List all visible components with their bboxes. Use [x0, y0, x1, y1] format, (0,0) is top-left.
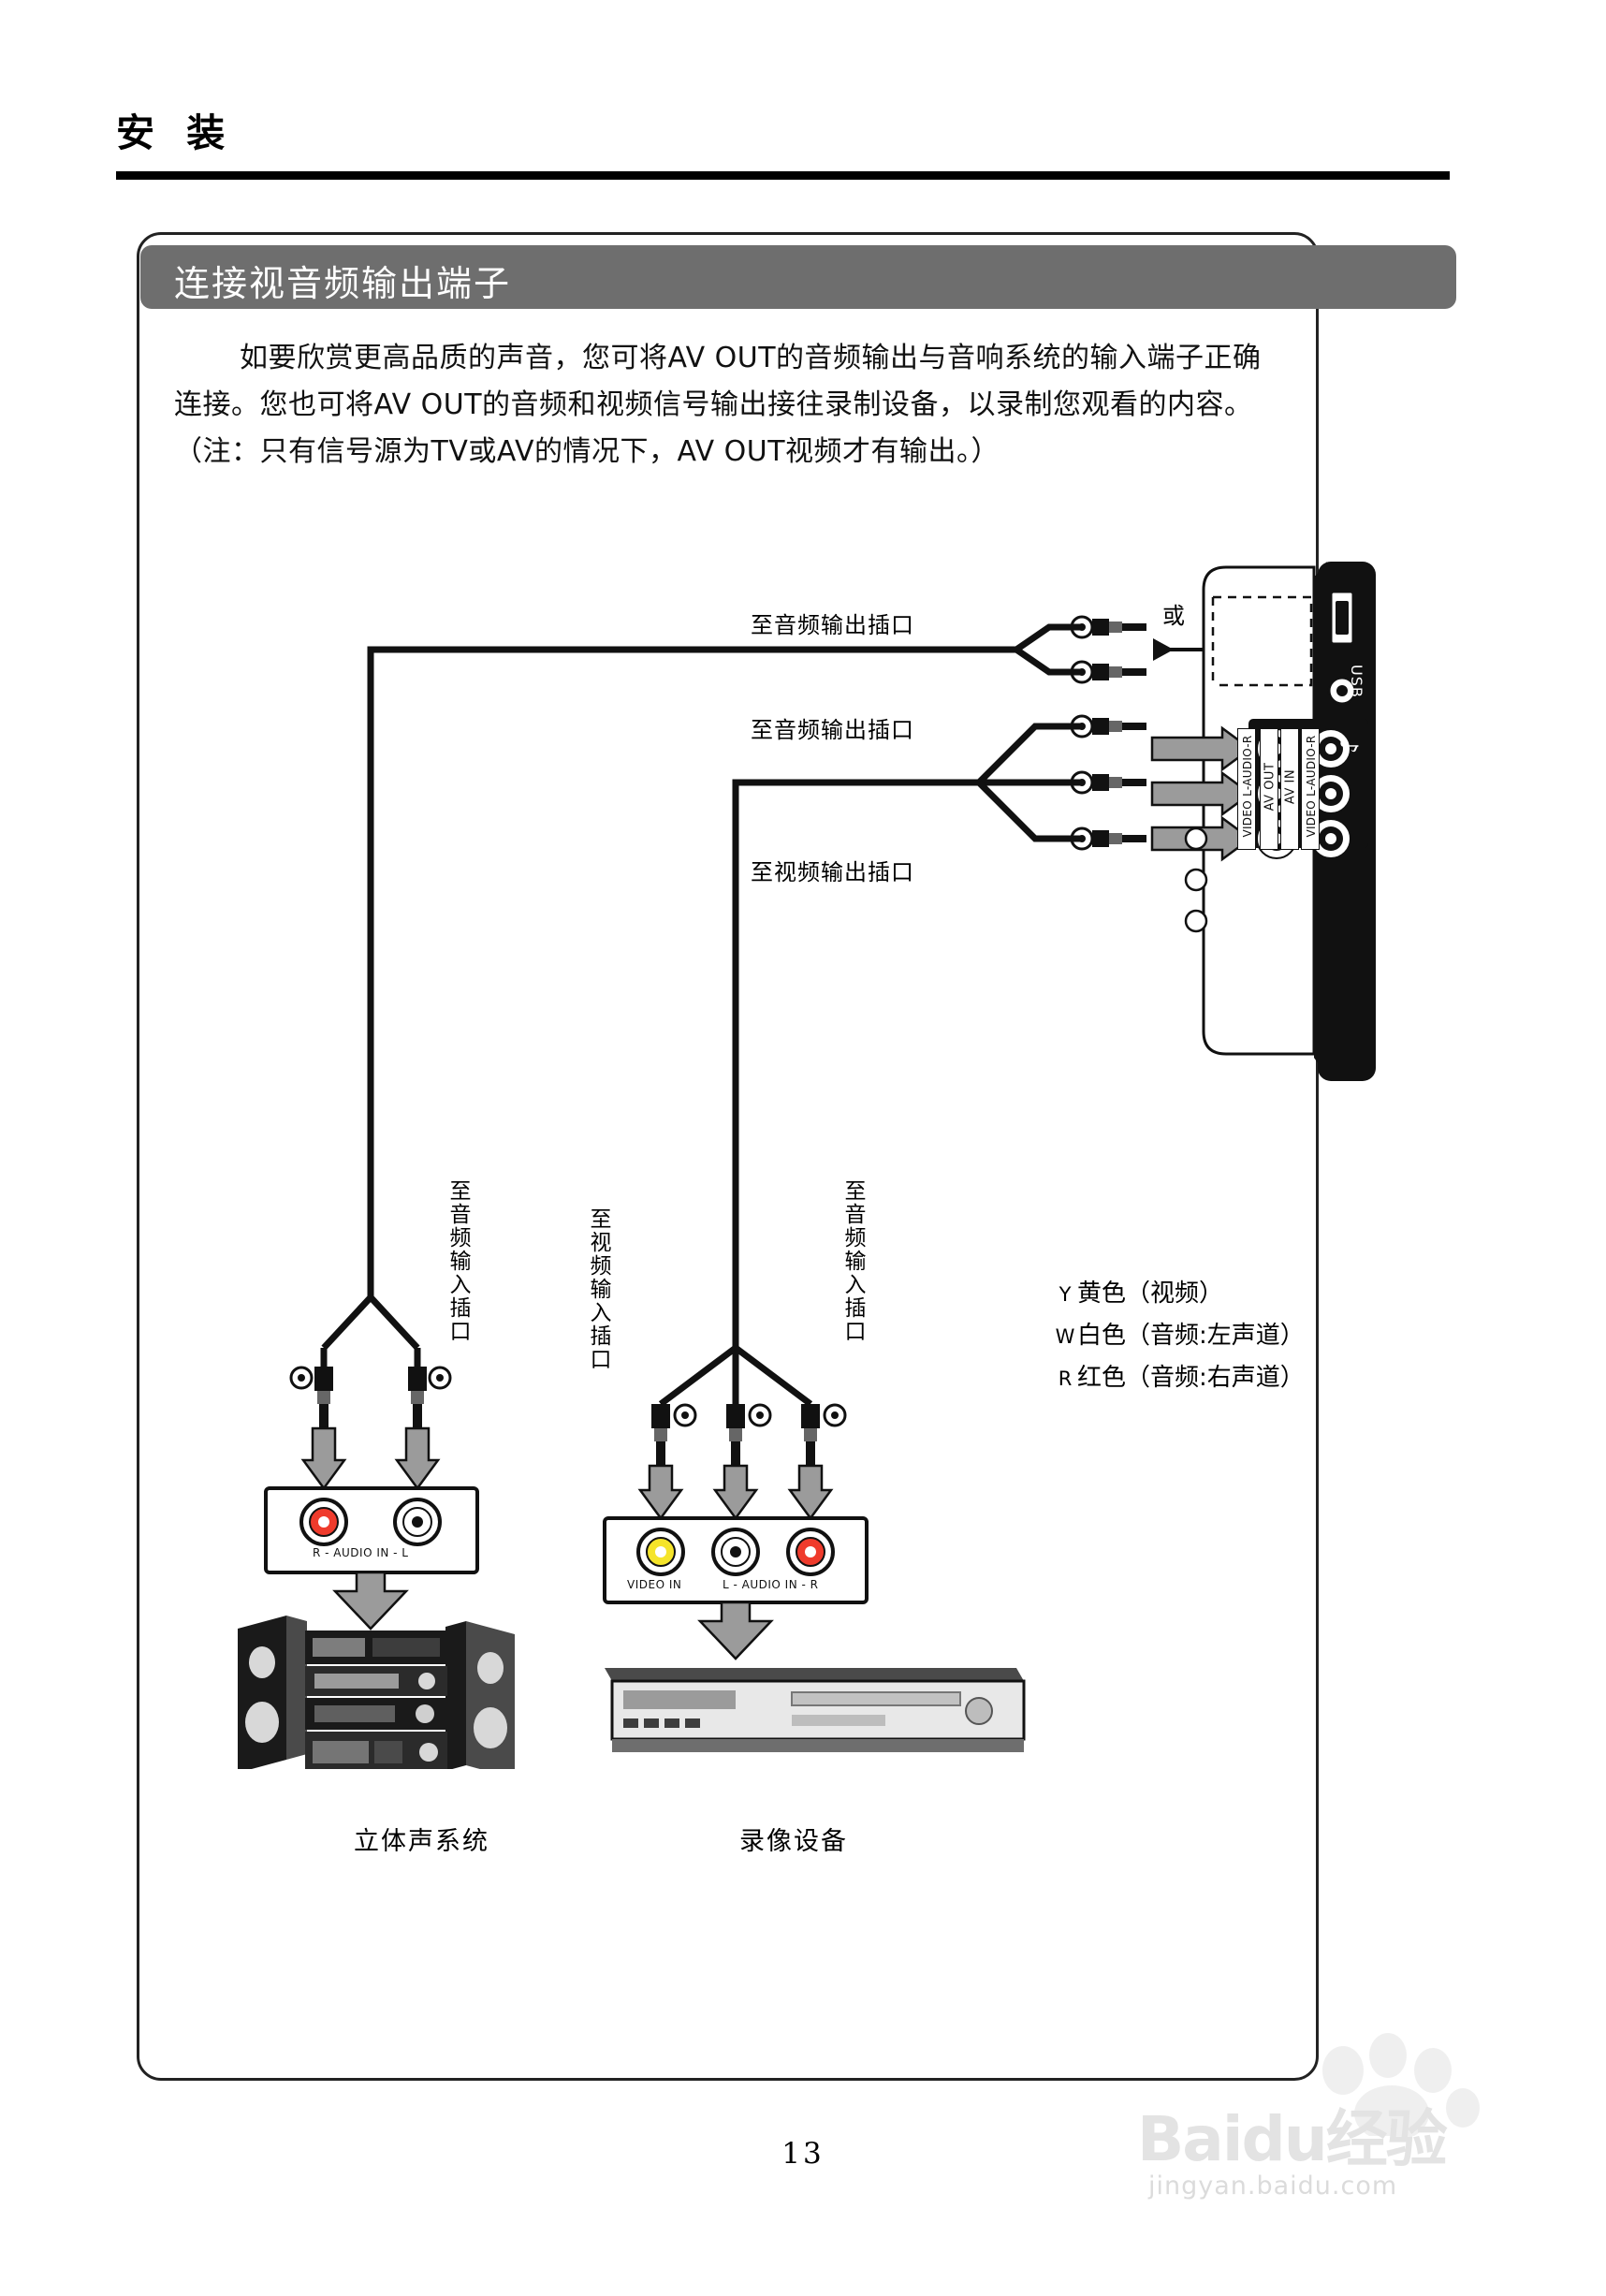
legend-text-white: 白色（音频:左声道）: [1077, 1322, 1305, 1350]
section-banner-title: 连接视音频输出端子: [174, 263, 512, 304]
page-number: 13: [781, 2137, 825, 2171]
label-tv-audio-out-mid: 至音频输出插口: [751, 717, 914, 743]
connection-diagram: 至音频输出插口 或 至音频输出插口 至视频输出插口 USB ♪ AV OUT A…: [137, 524, 1466, 1769]
tv-usb-label: USB: [1348, 665, 1365, 698]
plug-pair-top: [367, 615, 1204, 1297]
label-recorder-video-in: 至视频输入插口: [586, 1207, 610, 1371]
paragraph-line-3: （注：只有信号源为TV或AV的情况下，AV OUT视频才有输出。）: [174, 435, 1000, 468]
legend-color-dots: [1184, 826, 1208, 933]
stereo-panel-label: R - AUDIO IN - L: [313, 1546, 409, 1559]
watermark-brand: Baidu经验: [1137, 2103, 1448, 2175]
section-paragraph: 如要欣赏更高品质的声音，您可将AV OUT的音频输出与音响系统的输入端子正确 连…: [174, 335, 1438, 475]
header-rule: [116, 171, 1450, 180]
caption-recorder: 录像设备: [739, 1827, 848, 1856]
watermark-url: jingyan.baidu.com: [1148, 2172, 1398, 2201]
paragraph-line-1: 如要欣赏更高品质的声音，您可将AV OUT的音频输出与音响系统的输入端子正确: [240, 342, 1262, 374]
legend-mark-red: R: [1058, 1367, 1073, 1390]
recorder-connection: [603, 1345, 869, 1660]
av-in-label-strip: AV IN: [1280, 728, 1299, 850]
stereo-connection: [264, 1294, 479, 1631]
label-tv-video-out: 至视频输出插口: [751, 859, 914, 885]
content-frame: [137, 232, 1319, 2081]
legend-text-red: 红色（音频:右声道）: [1077, 1364, 1305, 1392]
legend-mark-white: W: [1055, 1325, 1075, 1348]
recorder-audio-label: L - AUDIO IN - R: [723, 1578, 819, 1591]
watermark: Baidu经验 jingyan.baidu.com: [1137, 2033, 1530, 2234]
legend-mark-yellow: Y: [1058, 1283, 1072, 1306]
diagram-svg: [238, 562, 1376, 1769]
paw-icon: [1322, 2033, 1480, 2136]
stereo-system-illustration: [238, 1616, 515, 1769]
page-title: 安 装: [116, 110, 235, 155]
section-banner: [140, 245, 1456, 309]
label-stereo-audio-in: 至音频输入插口: [445, 1179, 470, 1343]
label-recorder-audio-in: 至音频输入插口: [840, 1179, 865, 1343]
plug-group-middle: [732, 714, 1253, 1348]
headphone-icon: ♪: [1334, 738, 1363, 754]
av-out-label: AV OUT: [1263, 762, 1278, 812]
paragraph-line-2: 连接。您也可将AV OUT的音频和视频信号输出接往录制设备，以录制您观看的内容。: [174, 388, 1253, 421]
label-tv-audio-out-top: 至音频输出插口: [751, 612, 914, 638]
av-in-jacks-strip: VIDEO L-AUDIO-R: [1301, 728, 1320, 850]
av-out-label-strip: AV OUT: [1260, 728, 1278, 850]
av-in-jacks-label: VIDEO L-AUDIO-R: [1305, 735, 1318, 838]
av-in-label: AV IN: [1283, 768, 1298, 805]
recorder-video-label: VIDEO IN: [627, 1578, 682, 1591]
av-out-jacks-label: VIDEO L-AUDIO-R: [1241, 735, 1254, 838]
legend-text-yellow: 黄色（视频）: [1077, 1280, 1224, 1308]
recorder-illustration: [605, 1668, 1026, 1752]
label-or: 或: [1162, 603, 1186, 629]
av-out-jacks-strip: VIDEO L-AUDIO-R: [1237, 728, 1256, 850]
caption-stereo-system: 立体声系统: [354, 1827, 489, 1856]
